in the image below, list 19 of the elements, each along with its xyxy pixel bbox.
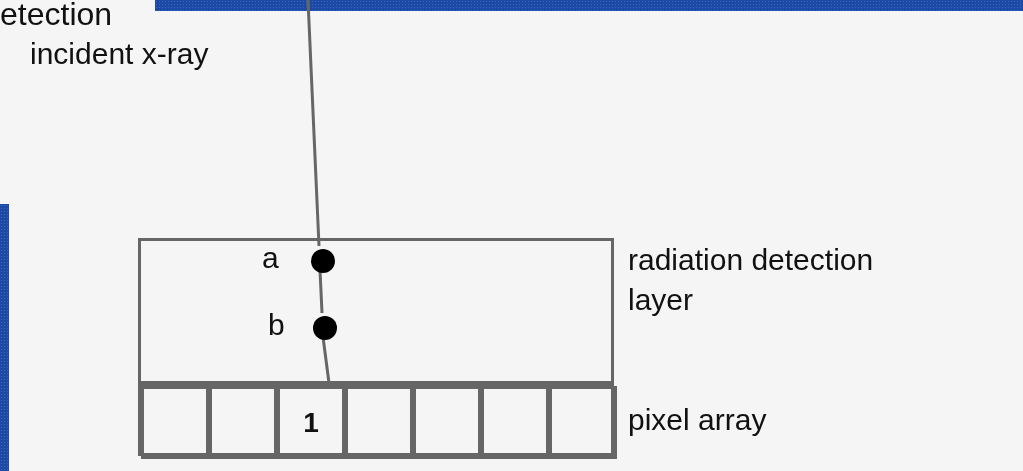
pixel-cell	[549, 386, 617, 459]
pixel-array-box	[138, 383, 614, 456]
point-label: a	[262, 240, 279, 276]
pixel-cell	[413, 386, 481, 459]
heading-fragment: etection	[0, 0, 113, 32]
pixel-cell	[209, 386, 277, 459]
point-marker	[311, 249, 335, 273]
pixel-cell	[277, 386, 345, 459]
pixel-cell	[345, 386, 413, 459]
pixel-cell	[481, 386, 549, 459]
part-label: radiation detection layer	[628, 242, 875, 318]
point-marker	[313, 316, 337, 340]
pixel-cell	[141, 386, 209, 459]
x-ray-path	[306, 0, 321, 247]
ray-label: incident x-ray	[30, 36, 209, 72]
detection-layer-box	[138, 238, 614, 384]
part-label: pixel array	[628, 402, 767, 438]
point-label: b	[268, 307, 285, 343]
pixel-number: 1	[303, 406, 319, 439]
